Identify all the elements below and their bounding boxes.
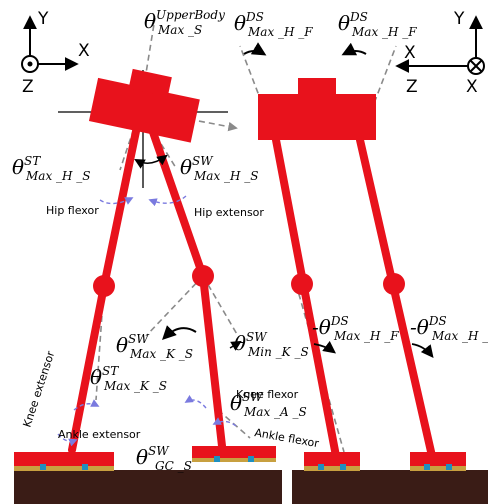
label-hip-extensor: Hip extensor (194, 206, 264, 219)
frontal-left-leg (272, 136, 340, 460)
ground-right (292, 470, 488, 504)
coordinate-frame-left: Y X Z (21, 9, 90, 97)
ground-left (14, 470, 282, 504)
upper-body (88, 68, 200, 143)
axis-label-x-right: X (404, 43, 416, 63)
label-hip-flexor: Hip flexor (46, 204, 99, 217)
frontal-right-knee (383, 273, 405, 295)
coordinate-frame-right: Y X Z X (395, 9, 485, 97)
axis-label-y-right: Y (453, 9, 465, 29)
label-knee-flexor: Knee flexor (236, 388, 299, 401)
swing-shank (199, 272, 226, 450)
frontal-torso (258, 78, 376, 140)
sagittal-robot (14, 17, 276, 471)
frontal-robot (239, 42, 466, 471)
axis-label-z-right: Z (406, 77, 418, 97)
frontal-right-leg (356, 136, 436, 460)
axis-label-y-left: Y (37, 9, 49, 29)
frontal-left-foot (304, 452, 360, 471)
swing-knee-joint (192, 265, 214, 287)
stance-knee-joint (93, 275, 115, 297)
frontal-left-knee (291, 273, 313, 295)
stance-foot (14, 452, 114, 471)
swing-foot (192, 446, 276, 462)
stance-thigh (100, 108, 144, 290)
frontal-right-foot (410, 452, 466, 471)
label-knee-extensor: Knee extensor (20, 349, 57, 429)
axis-label-x-left: X (78, 41, 90, 61)
stance-shank (68, 282, 108, 454)
label-ankle-extensor: Ankle extensor (58, 428, 141, 441)
axis-label-x-right-2: X (466, 77, 478, 97)
swing-thigh (142, 108, 207, 280)
axis-label-z-left: Z (22, 77, 34, 97)
